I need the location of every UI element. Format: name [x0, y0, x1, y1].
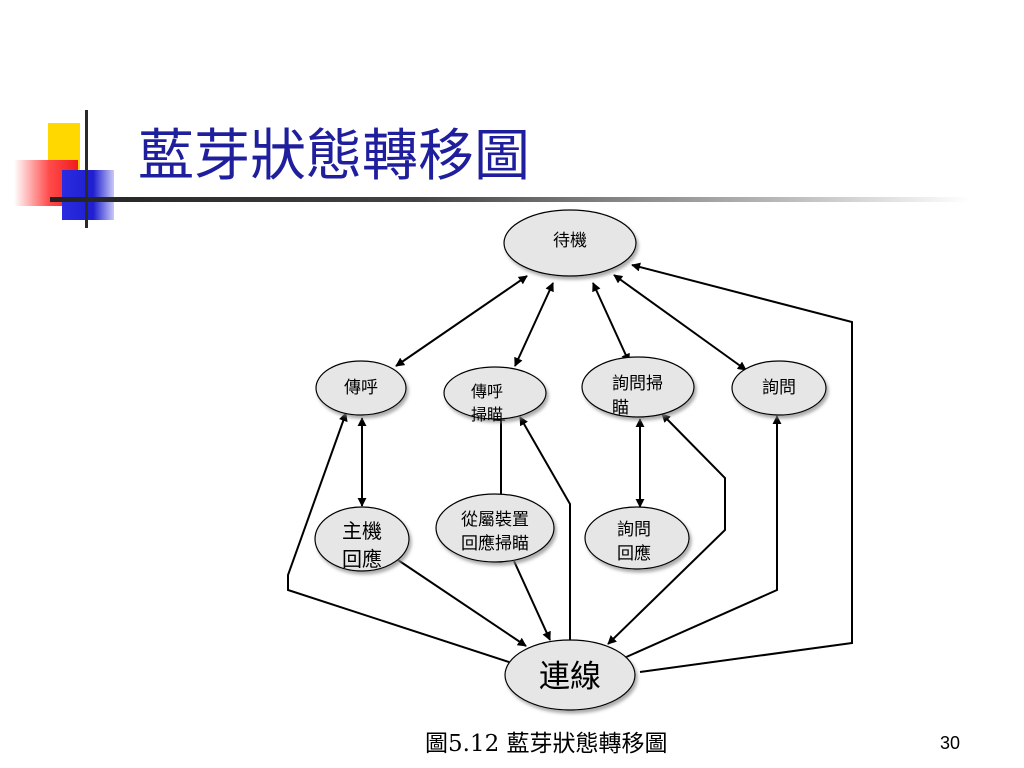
edge-standby-page: [395, 275, 528, 367]
node-inquiry-scan: 詢問掃 瞄: [581, 356, 695, 418]
node-page-scan-label-line2: 掃瞄: [471, 405, 503, 424]
edge-master-response-connection: [391, 555, 527, 647]
node-inquiry-response-label-line1: 詢問: [617, 520, 651, 540]
node-page-label: 傳呼: [344, 378, 378, 398]
node-inquiry-label: 詢問: [762, 378, 796, 398]
edge-standby-inquiry: [613, 274, 747, 371]
node-inquiry: 詢問: [731, 360, 827, 416]
edge-connection-inquiry: [623, 415, 782, 659]
edge-slave-response-connection: [513, 560, 551, 641]
node-connection: 連線: [504, 639, 636, 711]
edge-connection-standby: [631, 262, 853, 673]
title-decoration-blue: [62, 170, 114, 220]
node-master-response-label-line1: 主機: [342, 519, 382, 543]
node-slave-response: 從屬裝置 回應掃瞄: [435, 493, 555, 563]
node-slave-response-label-line2: 回應掃瞄: [461, 533, 529, 554]
edges: [287, 262, 853, 673]
node-inquiry-response: 詢問 回應: [584, 506, 690, 570]
node-standby-label: 待機: [553, 231, 587, 251]
node-page-scan-label-line1: 傳呼: [471, 382, 503, 401]
node-connection-label: 連線: [539, 659, 601, 695]
node-standby: 待機: [503, 209, 637, 277]
title-underline: [50, 197, 970, 202]
node-page: 傳呼: [315, 360, 407, 416]
edge-standby-page-scan: [514, 282, 554, 367]
edge-inquiry-scan-connection: [607, 413, 726, 645]
node-master-response-label-line2: 回應: [342, 547, 382, 571]
node-page-scan: 傳呼 掃瞄: [443, 366, 547, 424]
node-inquiry-scan-label-line2: 瞄: [612, 398, 629, 418]
node-master-response: 主機 回應: [314, 506, 410, 572]
edge-standby-inquiry-scan: [592, 282, 630, 363]
node-inquiry-scan-label-line1: 詢問掃: [612, 374, 663, 394]
node-inquiry-response-label-line2: 回應: [617, 543, 651, 564]
node-slave-response-label-line1: 從屬裝置: [461, 510, 529, 530]
page-number: 30: [940, 733, 961, 753]
figure-caption: 圖5.12 藍芽狀態轉移圖: [425, 731, 668, 757]
edge-connection-page-scan: [519, 416, 571, 640]
nodes: 待機 傳呼 傳呼 掃瞄 詢問掃 瞄 詢問 主機 回應 從屬裝置: [314, 209, 827, 711]
title-decoration-vertical-line: [85, 110, 88, 228]
slide-title: 藍芽狀態轉移圖: [138, 124, 530, 189]
edge-connection-page: [287, 412, 510, 663]
